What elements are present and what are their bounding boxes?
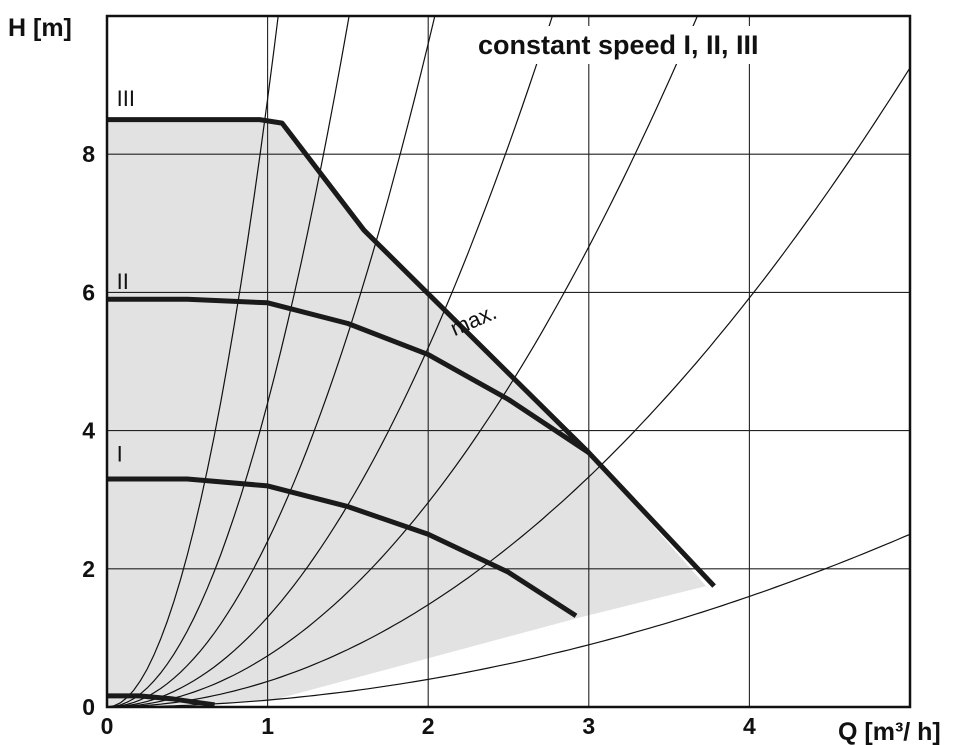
x-tick-label-0: 0: [101, 713, 114, 739]
curve-label-3: II: [117, 269, 129, 294]
pump-curve-5: [107, 693, 215, 708]
pump-curve-1: [107, 117, 716, 588]
grid: [107, 16, 910, 707]
system-curve-2: [107, 16, 350, 707]
pump-curve-3: [107, 296, 591, 455]
system-curve-1: [107, 16, 279, 707]
x-axis-label: Q [m³/ h]: [838, 718, 941, 745]
y-tick-label-4: 4: [82, 418, 95, 444]
pump-curves: [107, 117, 716, 708]
x-tick-label-4: 4: [743, 713, 756, 739]
y-tick-label-6: 6: [82, 279, 95, 305]
y-tick-label-0: 0: [82, 694, 95, 720]
operating-area-fill: [107, 119, 706, 708]
y-tick-label-2: 2: [82, 556, 95, 582]
curve-label-2: III: [117, 86, 135, 111]
pump-curve-4: [107, 476, 578, 618]
curve-label-4: I: [117, 442, 123, 467]
x-tick-label-3: 3: [582, 713, 595, 739]
plot-frame: [105, 14, 912, 709]
x-tick-label-2: 2: [422, 713, 435, 739]
title-background: [468, 26, 824, 64]
system-curve-3: [107, 16, 436, 707]
curve-label-1: max.: [447, 299, 501, 341]
y-axis-label: H [m]: [8, 14, 72, 42]
system-curve-6: [107, 67, 910, 707]
system-curve-4: [107, 16, 553, 707]
chart-title: constant speed I, II, III: [478, 30, 759, 60]
tick-labels: 0 1 2 3 4 0 2 4 6 8: [82, 141, 756, 739]
operating-area: [107, 119, 706, 708]
system-curve-7: [107, 533, 910, 707]
y-tick-label-8: 8: [82, 141, 95, 167]
x-tick-label-1: 1: [261, 713, 274, 739]
